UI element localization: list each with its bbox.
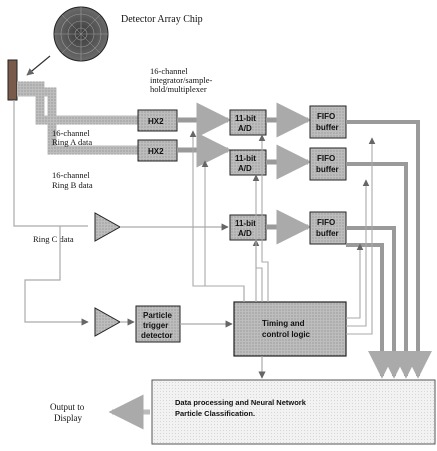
fifo-block-a	[309, 105, 347, 139]
ring-a-label-1: 16-channel	[52, 128, 90, 138]
chip-arrow	[26, 55, 51, 76]
ad-label-c-1: 11-bit	[235, 219, 256, 228]
amplifier-ring-c	[94, 212, 122, 242]
fifo-label-a-2: buffer	[316, 123, 339, 132]
amplifier-trigger	[94, 307, 122, 337]
ad-block-a	[229, 109, 267, 136]
ring-b-bus	[17, 87, 138, 155]
ring-c-line	[13, 100, 88, 227]
chip-label: Detector Array Chip	[121, 14, 203, 25]
timing-label-2: control logic	[262, 330, 311, 339]
dp-label-2: Particle Classification.	[175, 409, 255, 418]
ad-label-b-1: 11-bit	[235, 154, 256, 163]
integrator-label-2: integrator/sample-	[150, 75, 212, 85]
trigger-detector-block	[135, 305, 181, 343]
trigger-label-2: trigger	[143, 321, 168, 330]
detector-chip	[53, 6, 109, 62]
hx2-label-a: HX2	[148, 117, 164, 126]
fifo-output-buses	[346, 120, 432, 379]
trigger-label-3: detector	[141, 331, 173, 340]
ad-block-c	[229, 214, 267, 241]
output-label-1: Output to	[50, 402, 85, 412]
data-processing-block	[151, 379, 436, 445]
dp-label-1: Data processing and Neural Network	[175, 398, 307, 407]
output-label-2: Display	[54, 413, 82, 423]
ad-label-a-1: 11-bit	[235, 114, 256, 123]
trigger-label-1: Particle	[143, 311, 172, 320]
timing-label-1: Timing and	[262, 319, 305, 328]
fifo-block-b	[309, 147, 347, 181]
control-lines	[189, 130, 376, 335]
integrator-label-1: 16-channel	[150, 66, 188, 76]
hx2-label-b: HX2	[148, 147, 164, 156]
fifo-label-c-2: buffer	[316, 229, 339, 238]
ring-b-label-1: 16-channel	[52, 170, 90, 180]
sensor-bar	[7, 59, 18, 101]
ad-label-a-2: A/D	[238, 124, 252, 133]
fifo-label-b-1: FIFO	[317, 154, 335, 163]
fifo-label-c-1: FIFO	[317, 218, 335, 227]
fifo-label-a-1: FIFO	[317, 112, 335, 121]
ring-c-label: Ring C data	[33, 234, 74, 244]
integrator-label-3: hold/multiplexer	[150, 84, 207, 94]
ring-b-label-2: Ring B data	[52, 180, 93, 190]
ring-a-label-2: Ring A data	[52, 137, 92, 147]
timing-control-block	[233, 301, 347, 357]
ad-label-c-2: A/D	[238, 229, 252, 238]
ad-label-b-2: A/D	[238, 164, 252, 173]
fifo-label-b-2: buffer	[316, 165, 339, 174]
trigger-feed-line	[24, 226, 89, 326]
ad-block-b	[229, 149, 267, 176]
ring-a-bus	[17, 81, 138, 125]
fifo-block-c	[309, 211, 347, 245]
